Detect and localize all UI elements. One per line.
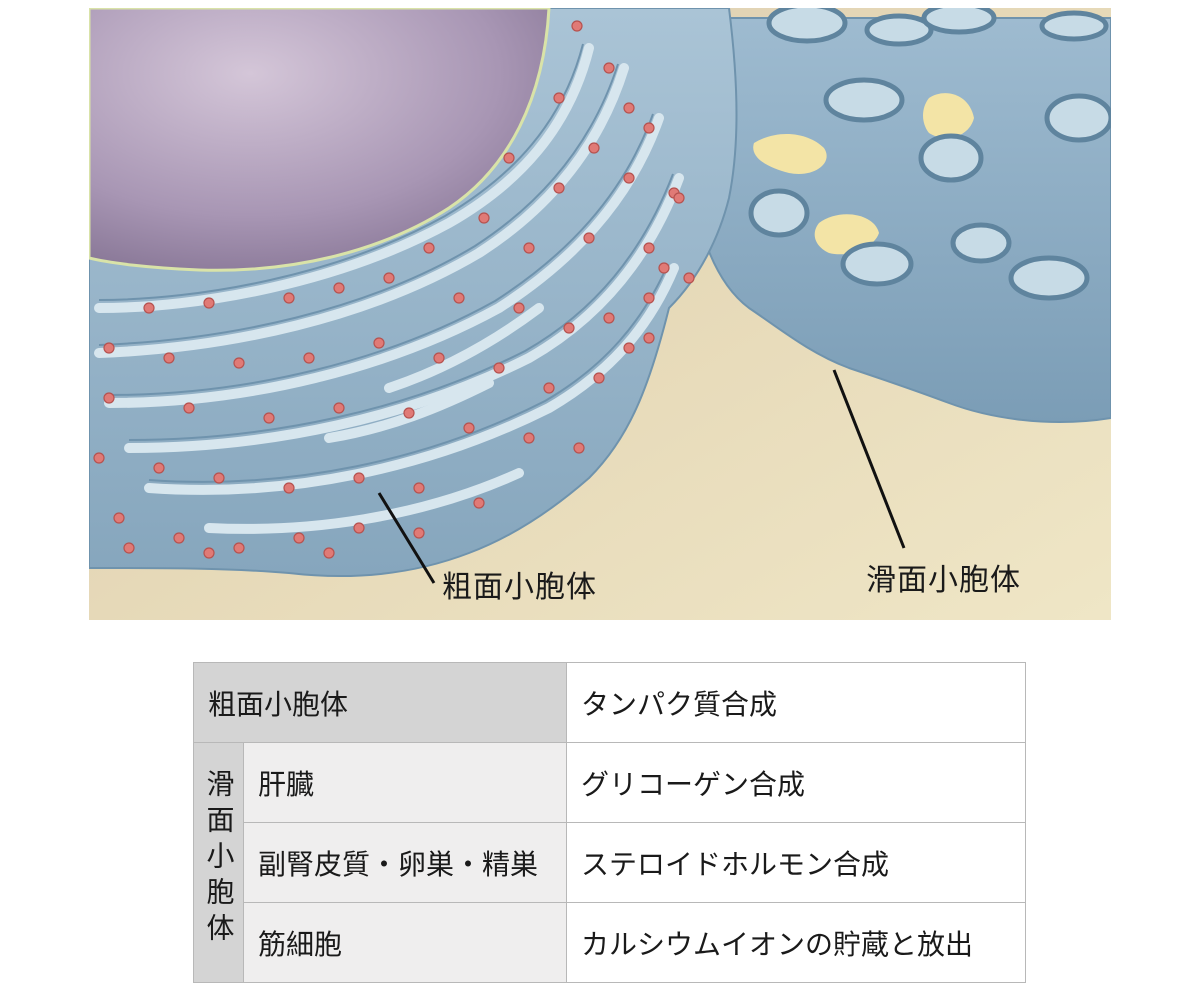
function-cell: グリコーゲン合成: [566, 742, 1027, 823]
nucleus: [89, 8, 551, 272]
smooth-er-gap: [753, 133, 827, 174]
er-function-table: 粗面小胞体 タンパク質合成 滑面小胞体 肝臓 グリコーゲン合成 副腎皮質・卵巣・…: [192, 662, 1027, 989]
row-header-smooth-er: 滑面小胞体: [193, 742, 244, 983]
rough-er-callout-line: [377, 492, 436, 584]
table-row: 粗面小胞体 タンパク質合成: [192, 662, 1027, 743]
row-header-rough-er: 粗面小胞体: [192, 662, 568, 743]
rough-er-label: 粗面小胞体: [442, 570, 597, 605]
smooth-er-callout-line: [832, 369, 906, 549]
function-cell: ステロイドホルモン合成: [566, 822, 1027, 903]
smooth-er-tubes: [748, 8, 1111, 301]
smooth-er-vertical-label: 滑面小胞体: [202, 769, 236, 949]
table-row: 筋細胞 カルシウムイオンの貯蔵と放出: [194, 902, 1027, 983]
function-cell: タンパク質合成: [566, 662, 1027, 743]
function-cell: カルシウムイオンの貯蔵と放出: [566, 902, 1027, 983]
smooth-er-gap: [923, 93, 974, 138]
ribosomes: [93, 20, 695, 559]
tissue-cell: 肝臓: [242, 742, 568, 823]
tissue-cell: 副腎皮質・卵巣・精巣: [242, 822, 568, 903]
smooth-er-label: 滑面小胞体: [866, 563, 1021, 598]
endoplasmic-reticulum-illustration: [89, 8, 1111, 620]
table-row: 副腎皮質・卵巣・精巣 ステロイドホルモン合成: [194, 822, 1027, 903]
tissue-cell: 筋細胞: [242, 902, 568, 983]
table-row: 滑面小胞体 肝臓 グリコーゲン合成: [193, 742, 1027, 983]
